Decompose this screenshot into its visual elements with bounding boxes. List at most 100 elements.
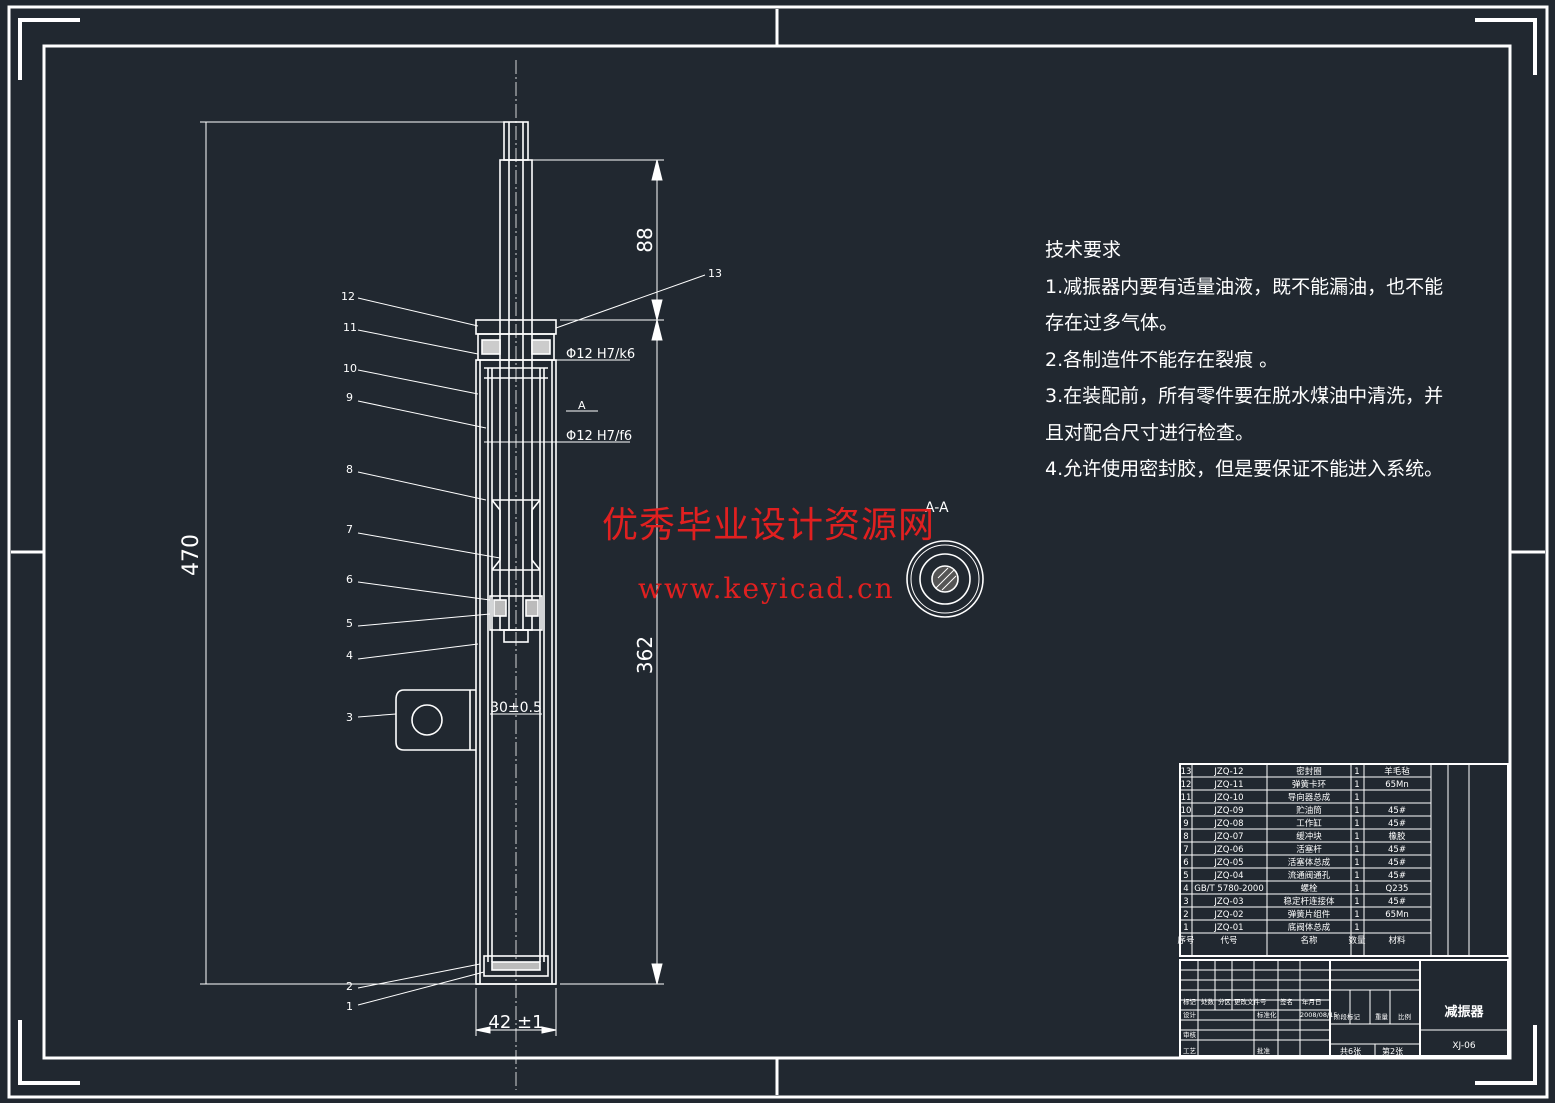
bom-cell-qty: 1 xyxy=(1354,884,1359,894)
tb-sheet-no: 第2张 xyxy=(1382,1046,1403,1056)
tech-title: 技术要求 xyxy=(1045,239,1122,261)
bom-cell-no: 序号 xyxy=(1177,935,1194,946)
balloon-9: 9 xyxy=(346,391,353,404)
bom-cell-code: JZQ-04 xyxy=(1213,871,1243,881)
bom-cell-name: 活塞体总成 xyxy=(1288,857,1331,868)
bom-cell-code: JZQ-02 xyxy=(1213,910,1243,920)
technical-requirements: 技术要求 1.减振器内要有适量油液，既不能漏油，也不能 存在过多气体。 2.各制… xyxy=(1045,232,1443,488)
bom-cell-name: 底阀体总成 xyxy=(1288,922,1331,933)
bom-cell-code: JZQ-01 xyxy=(1213,923,1243,933)
bom-cell-no: 8 xyxy=(1183,832,1188,842)
balloon-11: 11 xyxy=(343,321,357,334)
shock-absorber xyxy=(395,121,557,985)
tb-date: 年月日 xyxy=(1302,997,1322,1006)
tb-change-doc: 更改文件号 xyxy=(1234,997,1267,1006)
balloon-3: 3 xyxy=(346,711,353,724)
bom-cell-code: JZQ-06 xyxy=(1213,845,1243,855)
bom-cell-code: JZQ-10 xyxy=(1213,793,1243,803)
bom-cell-name: 工作缸 xyxy=(1296,818,1322,829)
balloon-4: 4 xyxy=(346,649,353,662)
bom-cell-no: 5 xyxy=(1183,871,1188,881)
bom-cell-name: 缓冲块 xyxy=(1296,831,1322,842)
tb-approve: 批准 xyxy=(1257,1046,1271,1055)
bom-cell-material: 65Mn xyxy=(1385,910,1409,920)
section-view-a xyxy=(906,540,984,618)
bom-cell-qty: 1 xyxy=(1354,923,1359,933)
tb-scale: 比例 xyxy=(1398,1012,1411,1021)
bom-cell-no: 3 xyxy=(1183,897,1188,907)
tech-item: 存在过多气体。 xyxy=(1045,312,1179,334)
fit-upper: Φ12 H7/k6 xyxy=(566,347,635,362)
balloon-7: 7 xyxy=(346,523,353,536)
tb-stage: 阶段标记 xyxy=(1334,1012,1361,1021)
bom-cell-material: 65Mn xyxy=(1385,780,1409,790)
bom-cell-no: 1 xyxy=(1183,923,1188,933)
bom-cell-qty: 1 xyxy=(1354,780,1359,790)
bom-cell-code: JZQ-12 xyxy=(1213,767,1243,777)
bom-cell-material: 材料 xyxy=(1388,935,1406,946)
bom-cell-code: JZQ-11 xyxy=(1213,780,1243,790)
balloon-13: 13 xyxy=(708,267,722,280)
balloon-6: 6 xyxy=(346,573,353,586)
bom-cell-code: JZQ-03 xyxy=(1213,897,1243,907)
tb-mark: 标记 xyxy=(1183,997,1197,1006)
bom-cell-material: Q235 xyxy=(1386,884,1409,894)
balloon-12: 12 xyxy=(341,290,355,303)
tech-item: 1.减振器内要有适量油液，既不能漏油，也不能 xyxy=(1045,275,1444,298)
bom-cell-no: 2 xyxy=(1183,910,1188,920)
balloon-labels: 1 2 3 4 5 6 7 8 9 10 11 12 13 xyxy=(341,267,722,1013)
tb-std-date: 2008/08/15 xyxy=(1300,1011,1337,1019)
bom-cell-qty: 数量 xyxy=(1348,935,1366,946)
bom-cell-code: JZQ-08 xyxy=(1213,819,1243,829)
bom-cell-no: 11 xyxy=(1181,793,1192,803)
bom-cell-no: 7 xyxy=(1183,845,1188,855)
title-block-labels: 标记 处数 分区 更改文件号 签名 年月日 设计 标准化 2008/08/15 … xyxy=(1183,997,1411,1055)
bom-cell-material: 橡胶 xyxy=(1388,831,1406,842)
bom-cell-qty: 1 xyxy=(1354,845,1359,855)
bom-cell-qty: 1 xyxy=(1354,806,1359,816)
bom-cell-material: 羊毛毡 xyxy=(1384,766,1410,777)
balloon-8: 8 xyxy=(346,463,353,476)
bom-cell-qty: 1 xyxy=(1354,767,1359,777)
tb-sign: 签名 xyxy=(1280,997,1293,1006)
bom-cell-material: 45# xyxy=(1388,819,1406,829)
bom-cell-qty: 1 xyxy=(1354,819,1359,829)
watermark-url: www.keyicad.cn xyxy=(638,572,895,605)
bom-cell-qty: 1 xyxy=(1354,793,1359,803)
bom-cell-material: 45# xyxy=(1388,845,1406,855)
bom-cell-material: 45# xyxy=(1388,897,1406,907)
balloon-10: 10 xyxy=(343,362,357,375)
bom-cell-qty: 1 xyxy=(1354,871,1359,881)
tb-design: 设计 xyxy=(1183,1010,1197,1019)
bom-cell-name: 名称 xyxy=(1300,935,1318,946)
bom-cell-no: 4 xyxy=(1183,884,1188,894)
balloon-1: 1 xyxy=(346,1000,353,1013)
tb-standard: 标准化 xyxy=(1257,1010,1277,1019)
bom-cell-name: 导向器总成 xyxy=(1288,792,1331,803)
watermark-title: 优秀毕业设计资源网 xyxy=(602,505,936,546)
bom-cell-no: 13 xyxy=(1181,767,1192,777)
bom-cell-code: JZQ-09 xyxy=(1213,806,1243,816)
bom-cell-code: JZQ-05 xyxy=(1213,858,1243,868)
balloon-2: 2 xyxy=(346,980,353,993)
tech-item: 且对配合尺寸进行检查。 xyxy=(1045,421,1255,444)
tb-part-name: 减振器 xyxy=(1444,1004,1484,1020)
dim-30: 30±0.5 xyxy=(490,700,542,716)
dim-470: 470 xyxy=(179,534,204,576)
bom-cell-name: 螺栓 xyxy=(1300,883,1318,894)
bom-cell-material: 45# xyxy=(1388,858,1406,868)
bom-cell-qty: 1 xyxy=(1354,910,1359,920)
tb-process: 工艺 xyxy=(1183,1047,1197,1055)
bom-cell-material: 45# xyxy=(1388,806,1406,816)
bom-cell-material: 45# xyxy=(1388,871,1406,881)
tb-check: 审核 xyxy=(1183,1030,1197,1039)
dim-362: 362 xyxy=(633,636,657,674)
bom-cell-no: 6 xyxy=(1183,858,1188,868)
bom-cell-qty: 1 xyxy=(1354,832,1359,842)
dim-42: 42 ±1 xyxy=(488,1012,543,1033)
bom-cell-name: 弹簧卡环 xyxy=(1292,779,1327,790)
sheet-border xyxy=(7,5,1549,1099)
leader-lines xyxy=(357,274,706,1006)
bom-cell-qty: 1 xyxy=(1354,897,1359,907)
